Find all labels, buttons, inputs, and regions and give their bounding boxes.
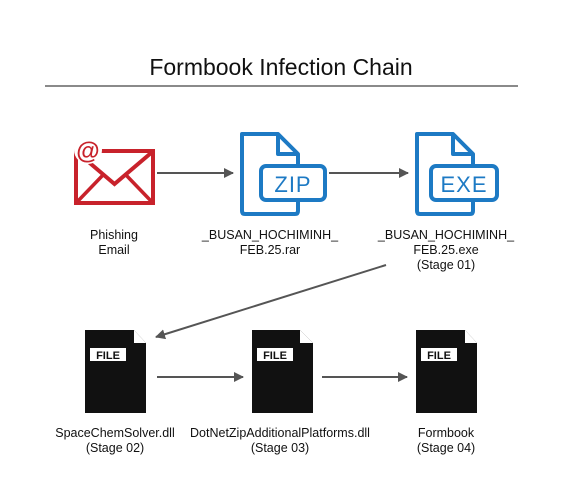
stage4-label-line-1: Formbook <box>417 426 475 440</box>
email-label: Phishing Email <box>54 228 174 258</box>
title-divider <box>45 85 518 87</box>
exe-label-line-2: FEB.25.exe <box>413 243 479 257</box>
exe-label-line-3: (Stage 01) <box>416 258 476 272</box>
diagram-title: Formbook Infection Chain <box>149 54 413 80</box>
email-label-line-1: Phishing <box>90 228 138 242</box>
rar-label: _BUSAN_HOCHIMINH_ FEB.25.rar <box>200 228 340 258</box>
stage4-label-line-2: (Stage 04) <box>416 441 476 455</box>
file-icon-text: FILE <box>96 350 120 362</box>
file-icon: FILE <box>252 330 313 413</box>
arrow-exe-to-stage2 <box>155 264 387 340</box>
envelope-at-icon: @ <box>74 136 155 205</box>
stage3-label-line-2: (Stage 03) <box>250 441 310 455</box>
rar-label-line-1: _BUSAN_HOCHIMINH_ <box>201 228 339 242</box>
stage2-label-line-1: SpaceChemSolver.dll <box>55 426 175 440</box>
at-sign-glyph: @ <box>76 138 99 165</box>
exe-label: _BUSAN_HOCHIMINH_ FEB.25.exe (Stage 01) <box>376 228 516 273</box>
zip-icon-text: ZIP <box>274 172 311 197</box>
email-label-line-2: Email <box>98 243 130 257</box>
rar-label-line-2: FEB.25.rar <box>239 243 301 257</box>
zip-file-icon: ZIP <box>240 132 327 216</box>
file-icon-text: FILE <box>263 350 287 362</box>
stage4-label: Formbook (Stage 04) <box>386 426 506 456</box>
stage3-label-line-1: DotNetZipAdditionalPlatforms.dll <box>190 426 370 440</box>
exe-file-icon: EXE <box>415 132 499 216</box>
exe-label-line-1: _BUSAN_HOCHIMINH_ <box>377 228 515 242</box>
stage2-label: SpaceChemSolver.dll (Stage 02) <box>45 426 185 456</box>
stage3-label: DotNetZipAdditionalPlatforms.dll (Stage … <box>185 426 375 456</box>
exe-icon-text: EXE <box>440 172 487 197</box>
file-icon: FILE <box>85 330 146 413</box>
file-icon: FILE <box>416 330 477 413</box>
file-icon-text: FILE <box>427 350 451 362</box>
stage2-label-line-2: (Stage 02) <box>85 441 145 455</box>
